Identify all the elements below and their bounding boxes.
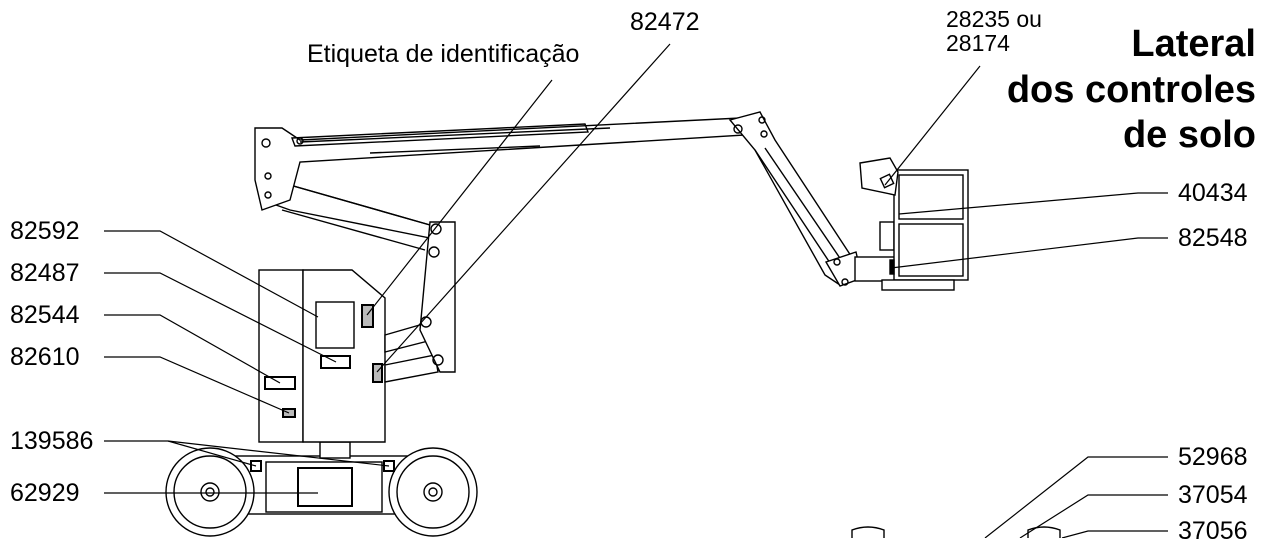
leader-lines: [104, 43, 1168, 538]
label-id-tag: Etiqueta de identificação: [307, 40, 580, 68]
label-37054: 37054: [1178, 481, 1248, 509]
label-37056: 37056: [1178, 517, 1248, 545]
wheel-right: [388, 447, 478, 537]
label-82472: 82472: [630, 8, 700, 36]
label-82548: 82548: [1178, 224, 1248, 252]
turntable: [258, 269, 386, 443]
label-82610: 82610: [10, 343, 80, 371]
title-line-1: Lateral: [1131, 23, 1256, 65]
label-40434: 40434: [1178, 179, 1248, 207]
title-line-3: de solo: [1122, 114, 1256, 157]
upper-boom: [254, 117, 746, 211]
jib: [728, 111, 863, 287]
label-62929: 62929: [10, 479, 80, 507]
label-139586: 139586: [10, 427, 94, 455]
decal-139586-left: [250, 460, 262, 472]
bottom-parts: [851, 526, 1061, 538]
label-82592: 82592: [10, 217, 80, 245]
label-52968: 52968: [1178, 443, 1248, 471]
label-28235: 28235 ou: [946, 6, 1042, 32]
label-28174: 28174: [946, 30, 1010, 56]
label-82544: 82544: [10, 301, 80, 329]
label-82487: 82487: [10, 259, 80, 287]
platform: [854, 157, 969, 291]
title-line-2: dos controles: [1006, 68, 1256, 111]
wheel-left: [165, 447, 255, 537]
diagram-title: Lateral dos controles de solo: [1007, 22, 1256, 159]
